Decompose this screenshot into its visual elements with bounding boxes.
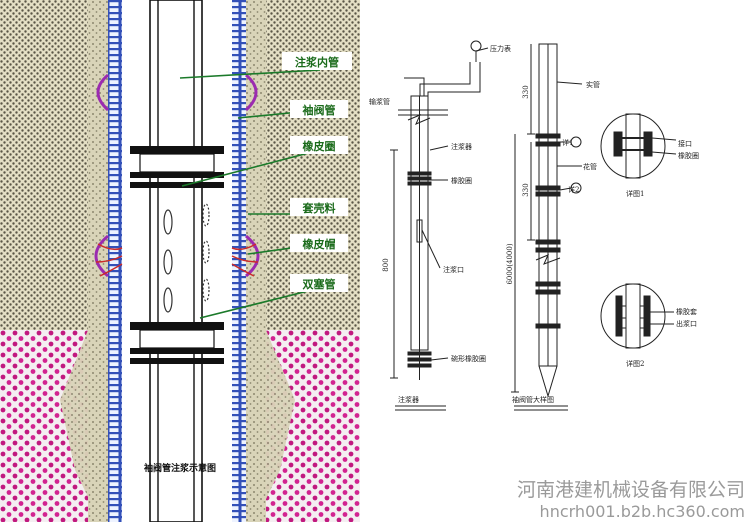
label-grout-port: 注浆口 [443,265,464,274]
detail1-caption: 详图1 [626,189,644,198]
dim-total-length: 6000(4000) [506,243,514,284]
label-solid-pipe: 实管 [586,80,600,89]
label-rubber-ring-detail1: 橡胶圈 [678,151,699,160]
label-rubber-ring: 橡皮圈 [303,139,336,153]
packer-lower [130,322,224,364]
pressure-gauge-icon [470,40,482,52]
sleeve-pipe-wall-right [232,0,246,522]
label-bowl-rubber-ring: 碗形橡胶圈 [451,354,486,363]
detail2-labels: 橡胶套 出浆口 详图2 [626,307,697,368]
packer-upper [130,146,224,188]
sleeve-pipe-drawing [511,43,583,411]
label-inner-grout-pipe: 注浆内管 [295,55,339,69]
injector-drawing [390,40,489,411]
rubber-cap-upper-left [96,73,110,112]
watermark-company: 河南港建机械设备有限公司 [517,479,745,501]
left-diagram-caption: 袖阀管注浆示意图 [143,462,216,474]
label-rubber-sleeve: 橡胶套 [676,307,697,316]
tag-detail2: 详2 [568,185,579,194]
detail1-labels: 接口 橡胶圈 详图1 [626,139,699,198]
outlet-slots [163,203,210,313]
grout-jet-right [231,243,259,277]
sleeve-pipe-caption: 袖阀管大样图 [512,395,554,404]
injector-caption: 注浆器 [398,395,419,404]
label-joint: 接口 [678,139,692,148]
injector-labels: 压力表 输浆管 注浆器 橡胶圈 800 注浆口 碗形橡胶圈 注浆器 [369,44,511,404]
left-labels: 注浆内管 袖阀管 橡皮圈 套壳料 橡皮帽 双塞管 [282,52,352,292]
detail2-drawing [600,283,674,349]
label-pressure-gauge: 压力表 [490,44,511,53]
grout-jet-left [95,243,123,277]
detail1-drawing [600,113,677,179]
watermark-url: hncrh001.b2b.hc360.com [540,502,745,521]
tag-detail1: 详1 [562,138,573,147]
sleeve-pipe-labels: 实管 330 330 6000(4000) 详1 花管 详2 袖阀管大样图 [506,80,600,404]
label-double-packer: 双塞管 [303,277,336,291]
label-injector: 注浆器 [451,142,472,151]
label-shell-material: 套壳料 [303,201,336,215]
detail2-caption: 详图2 [626,359,644,368]
label-grout-outlet: 出浆口 [676,319,697,328]
dim-330-top: 330 [522,85,530,98]
rubber-cap-upper-right [244,73,258,112]
label-flower-pipe: 花管 [583,162,597,171]
sleeve-pipe-wall-left [108,0,122,522]
left-sleeve-grouting-diagram: 注浆内管 袖阀管 橡皮圈 套壳料 橡皮帽 双塞管 袖阀管注浆示意图 [0,0,360,522]
label-sleeve-pipe: 袖阀管 [303,103,336,117]
label-rubber-cap: 橡皮帽 [303,237,336,251]
label-rubber-ring-injector: 橡胶圈 [451,176,472,185]
dim-330-mid: 330 [522,183,530,196]
rubber-cap-lower-left [94,234,109,278]
label-grout-delivery-pipe: 输浆管 [369,97,390,106]
dim-800: 800 [382,258,390,271]
rubber-cap-lower-right [245,234,260,278]
